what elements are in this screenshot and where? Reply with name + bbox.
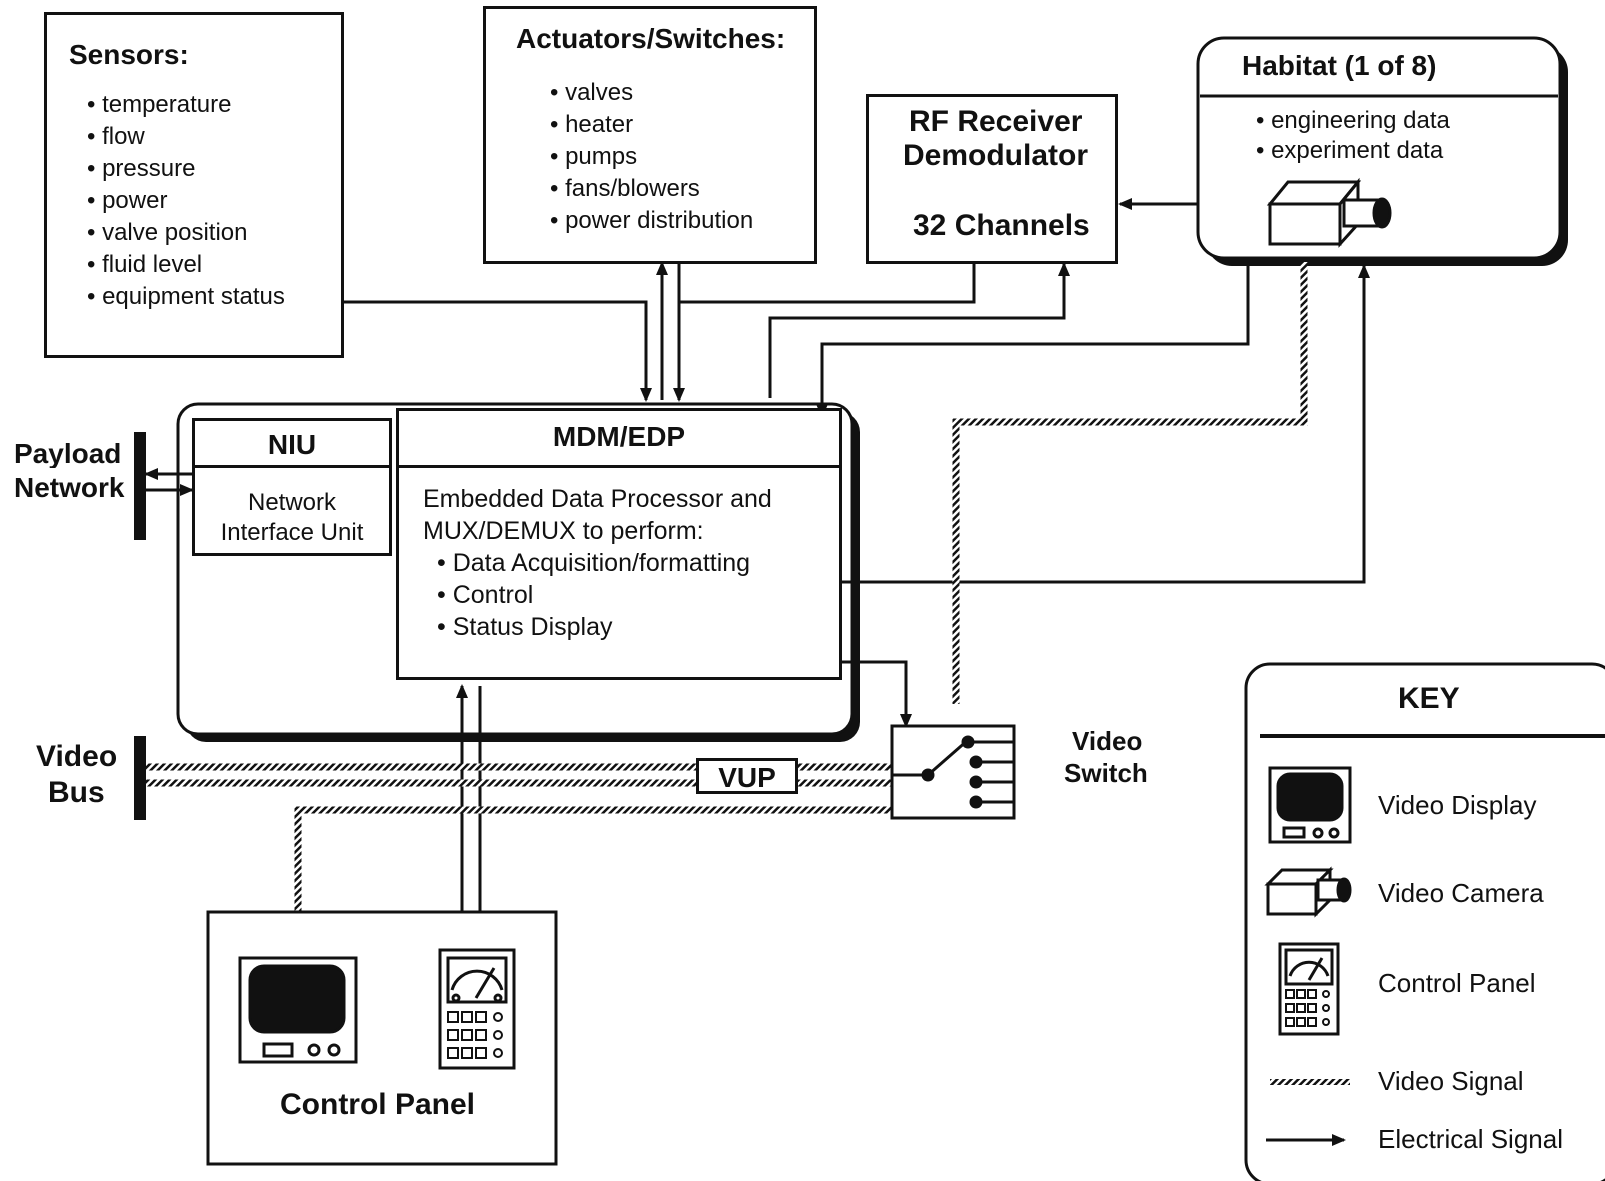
sensor-item: temperature xyxy=(87,89,285,121)
niu-divider xyxy=(195,465,389,468)
payload-network-bar xyxy=(134,432,146,540)
sensors-list: temperatureflowpressurepowervalve positi… xyxy=(87,89,285,313)
sensor-item: flow xyxy=(87,121,285,153)
key-label-video-camera: Video Camera xyxy=(1378,878,1544,908)
habitat-item: experiment data xyxy=(1256,136,1450,166)
key-label-control-panel: Control Panel xyxy=(1378,968,1536,998)
control-panel-display-icon xyxy=(238,956,358,1064)
actuators-title: Actuators/Switches: xyxy=(516,25,786,53)
video-switch-to-display xyxy=(294,806,892,958)
actuator-item: fans/blowers xyxy=(550,173,753,205)
vup-box: VUP xyxy=(696,758,798,794)
key-label-video-signal: Video Signal xyxy=(1378,1066,1524,1096)
wire-mdm-to-habitat xyxy=(830,264,1370,584)
sensor-item: power xyxy=(87,185,285,217)
wire-habitat-to-mdm xyxy=(816,262,1250,418)
electrical-signals xyxy=(144,198,1370,950)
rf-receiver-line1: RF Receiver xyxy=(909,105,1083,138)
video-bus-label-1: Video xyxy=(36,740,118,773)
sensor-item: equipment status xyxy=(87,281,285,313)
mdm-box: MDM/EDP Embedded Data Processor and MUX/… xyxy=(396,408,842,680)
actuator-item: power distribution xyxy=(550,205,753,237)
vup-label: VUP xyxy=(718,762,776,793)
niu-line1: Network xyxy=(247,489,337,516)
habitat-title: Habitat (1 of 8) xyxy=(1242,50,1437,81)
mdm-list: Data Acquisition/formattingControlStatus… xyxy=(437,547,750,643)
video-switch-label-1: Video xyxy=(1072,726,1143,756)
wire-rf-to-mdm xyxy=(680,262,976,304)
key-video-camera-icon xyxy=(1264,866,1352,918)
rf-receiver-line2: Demodulator xyxy=(903,139,1089,172)
control-panel-title: Control Panel xyxy=(280,1088,476,1121)
wire-mdm-to-rf xyxy=(768,262,1070,398)
mdm-function-item: Status Display xyxy=(437,611,750,643)
payload-network-label-2: Network xyxy=(14,474,125,502)
actuator-item: heater xyxy=(550,109,753,141)
habitat-camera-icon xyxy=(1266,177,1392,248)
video-bus-label-2: Bus xyxy=(48,776,105,809)
video-switch-icon xyxy=(890,724,1016,820)
wire-mdm-to-video-switch xyxy=(830,660,912,728)
control-panel-instrument-icon xyxy=(438,948,516,1070)
rf-receiver-box: RF Receiver Demodulator 32 Channels xyxy=(866,94,1118,264)
wire-sensors-to-mdm xyxy=(342,300,652,402)
key-control-panel-icon xyxy=(1278,942,1340,1036)
niu-line2: Interface Unit xyxy=(220,519,364,546)
actuator-item: pumps xyxy=(550,141,753,173)
habitat-list: engineering dataexperiment data xyxy=(1256,106,1450,166)
video-signals xyxy=(144,262,1308,958)
video-habitat-to-switch xyxy=(952,262,1308,704)
video-bus-bar xyxy=(134,736,146,820)
payload-network-label-1: Payload xyxy=(14,440,122,468)
mdm-line2: MUX/DEMUX to perform: xyxy=(423,517,704,545)
sensor-item: pressure xyxy=(87,153,285,185)
actuators-list: valvesheaterpumpsfans/blowerspower distr… xyxy=(550,77,753,237)
key-label-video-display: Video Display xyxy=(1378,790,1537,820)
sensor-item: valve position xyxy=(87,217,285,249)
sensor-item: fluid level xyxy=(87,249,285,281)
key-label-electrical-signal: Electrical Signal xyxy=(1378,1124,1563,1154)
niu-box: NIU Network Interface Unit xyxy=(192,418,392,556)
key-box xyxy=(1244,662,1605,1181)
sensors-box: Sensors: temperatureflowpressurepowerval… xyxy=(44,12,344,358)
actuators-box: Actuators/Switches: valvesheaterpumpsfan… xyxy=(483,6,817,264)
key-video-display-icon xyxy=(1268,766,1352,844)
mdm-title: MDM/EDP xyxy=(552,421,686,452)
mdm-function-item: Control xyxy=(437,579,750,611)
mdm-divider xyxy=(399,465,839,468)
mdm-line1: Embedded Data Processor and xyxy=(423,485,772,513)
rf-receiver-channels: 32 Channels xyxy=(913,211,1090,241)
sensors-title: Sensors: xyxy=(69,39,189,70)
key-title: KEY xyxy=(1398,682,1460,715)
video-switch-label-2: Switch xyxy=(1064,758,1148,788)
niu-title: NIU xyxy=(267,429,317,460)
mdm-function-item: Data Acquisition/formatting xyxy=(437,547,750,579)
habitat-item: engineering data xyxy=(1256,106,1450,136)
actuator-item: valves xyxy=(550,77,753,109)
